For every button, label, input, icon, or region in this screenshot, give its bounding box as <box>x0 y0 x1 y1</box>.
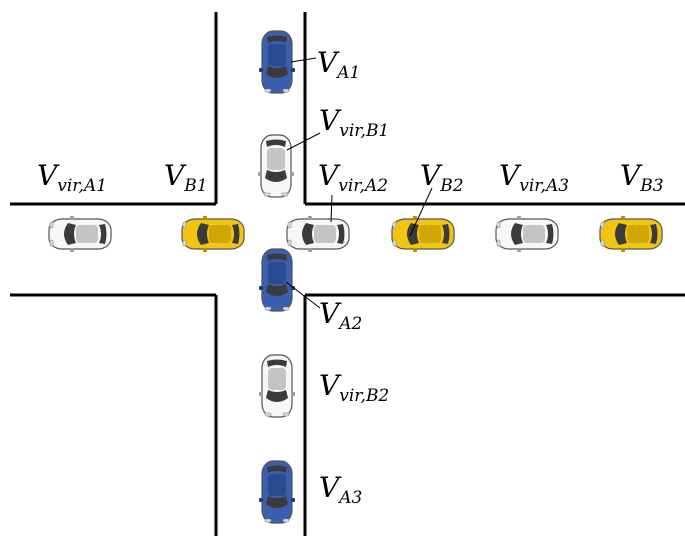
label-v-b3: VB3 <box>620 159 664 196</box>
label-v-a1: VA1 <box>317 46 360 83</box>
vehicles-layer <box>48 30 663 524</box>
car-v-a1-blue <box>259 30 295 94</box>
leader-va2 <box>285 281 321 309</box>
label-v-vir-a1: Vvir,A1 <box>37 159 107 196</box>
label-v-vir-a3: Vvir,A3 <box>499 159 569 196</box>
label-v-vir-b2: Vvir,B2 <box>319 369 389 406</box>
car-v-vir-a3-white <box>495 216 559 252</box>
label-v-vir-b1: Vvir,B1 <box>319 104 389 141</box>
car-v-vir-a2-white <box>286 216 350 252</box>
car-v-a3-blue <box>259 460 295 524</box>
car-v-vir-a1-white <box>48 216 112 252</box>
label-v-b1: VB1 <box>164 159 208 196</box>
label-v-b2: VB2 <box>420 159 464 196</box>
leader-vb2 <box>409 187 433 237</box>
car-v-b2-yellow <box>391 216 455 252</box>
label-v-vir-a2: Vvir,A2 <box>318 159 388 196</box>
label-v-a3: VA3 <box>319 471 362 508</box>
leader-va1 <box>290 57 317 63</box>
leader-vvira2 <box>330 194 333 223</box>
leader-vvirb1 <box>286 132 321 151</box>
car-v-a2-blue <box>259 248 295 312</box>
car-v-vir-b2-white <box>259 354 295 418</box>
car-v-vir-b1-white <box>258 134 294 198</box>
car-v-b3-yellow <box>599 216 663 252</box>
label-v-a2: VA2 <box>319 297 362 334</box>
car-v-b1-yellow <box>181 216 245 252</box>
